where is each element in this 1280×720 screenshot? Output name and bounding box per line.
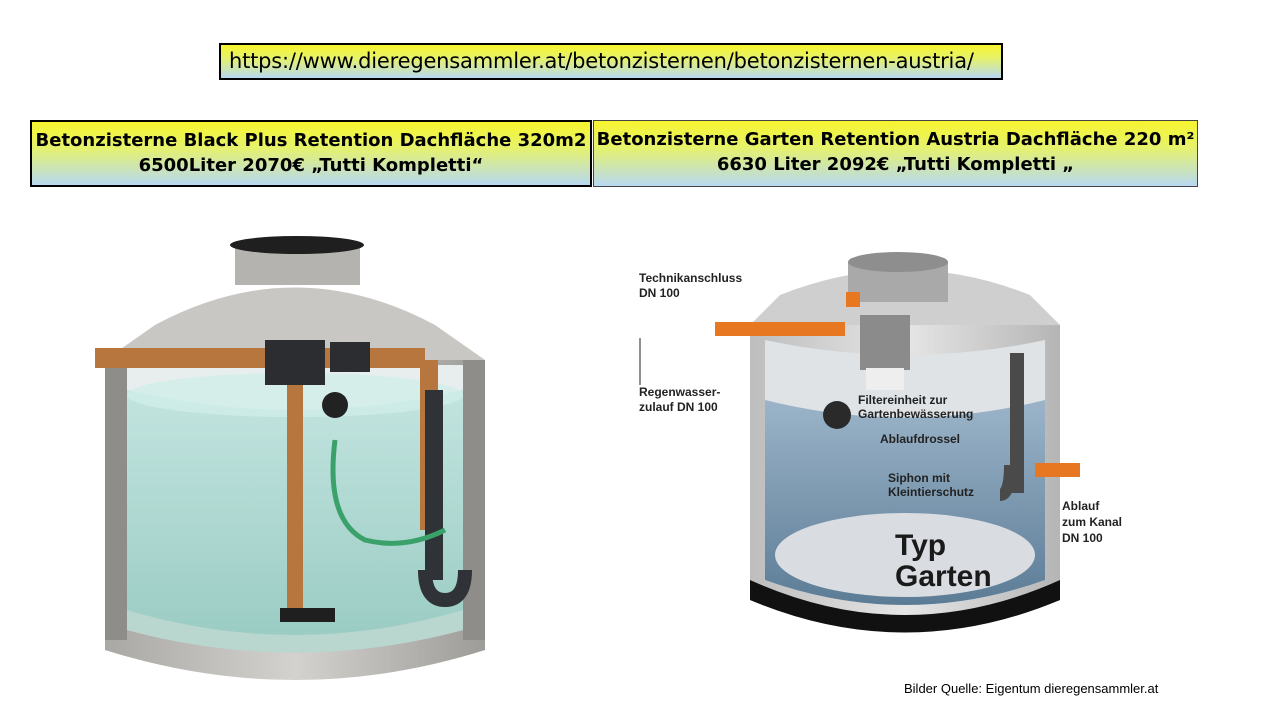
label-technikanschluss: Technikanschluss [639, 271, 742, 285]
product-box-garten: Betonzisterne Garten Retention Austria D… [593, 120, 1198, 187]
image-source-caption: Bilder Quelle: Eigentum dieregensammler.… [904, 681, 1159, 696]
product-details: 6630 Liter 2092€ „Tutti Kompletti „ [716, 154, 1075, 175]
label-regenwasser-dn: zulauf DN 100 [639, 400, 718, 414]
label-ablauf: Ablauf [1062, 499, 1100, 513]
label-ablauf-2: zum Kanal [1062, 515, 1122, 529]
label-ablaufdrossel: Ablaufdrossel [880, 432, 960, 446]
label-filter-2: Gartenbewässerung [858, 407, 973, 421]
label-typ: Typ [895, 529, 946, 562]
label-siphon-2: Kleintierschutz [888, 485, 974, 499]
url-text: https://www.dieregensammler.at/betonzist… [229, 49, 974, 73]
label-siphon: Siphon mit [888, 471, 950, 485]
label-regenwasser: Regenwasser- [639, 385, 720, 399]
cistern-black-plus-illustration [95, 236, 485, 680]
label-garten: Garten [895, 560, 992, 593]
cistern-garten-illustration: Technikanschluss DN 100 Regenwasser- zul… [639, 252, 1122, 633]
label-technikanschluss-dn: DN 100 [639, 286, 680, 300]
product-title: Betonzisterne Black Plus Retention Dachf… [35, 130, 587, 151]
product-box-black-plus: Betonzisterne Black Plus Retention Dachf… [30, 120, 592, 187]
url-banner: https://www.dieregensammler.at/betonzist… [219, 43, 1003, 80]
label-ablauf-dn: DN 100 [1062, 531, 1103, 545]
product-details: 6500Liter 2070€ „Tutti Kompletti“ [138, 155, 484, 176]
product-title: Betonzisterne Garten Retention Austria D… [596, 129, 1195, 150]
label-filter: Filtereinheit zur [858, 393, 948, 407]
